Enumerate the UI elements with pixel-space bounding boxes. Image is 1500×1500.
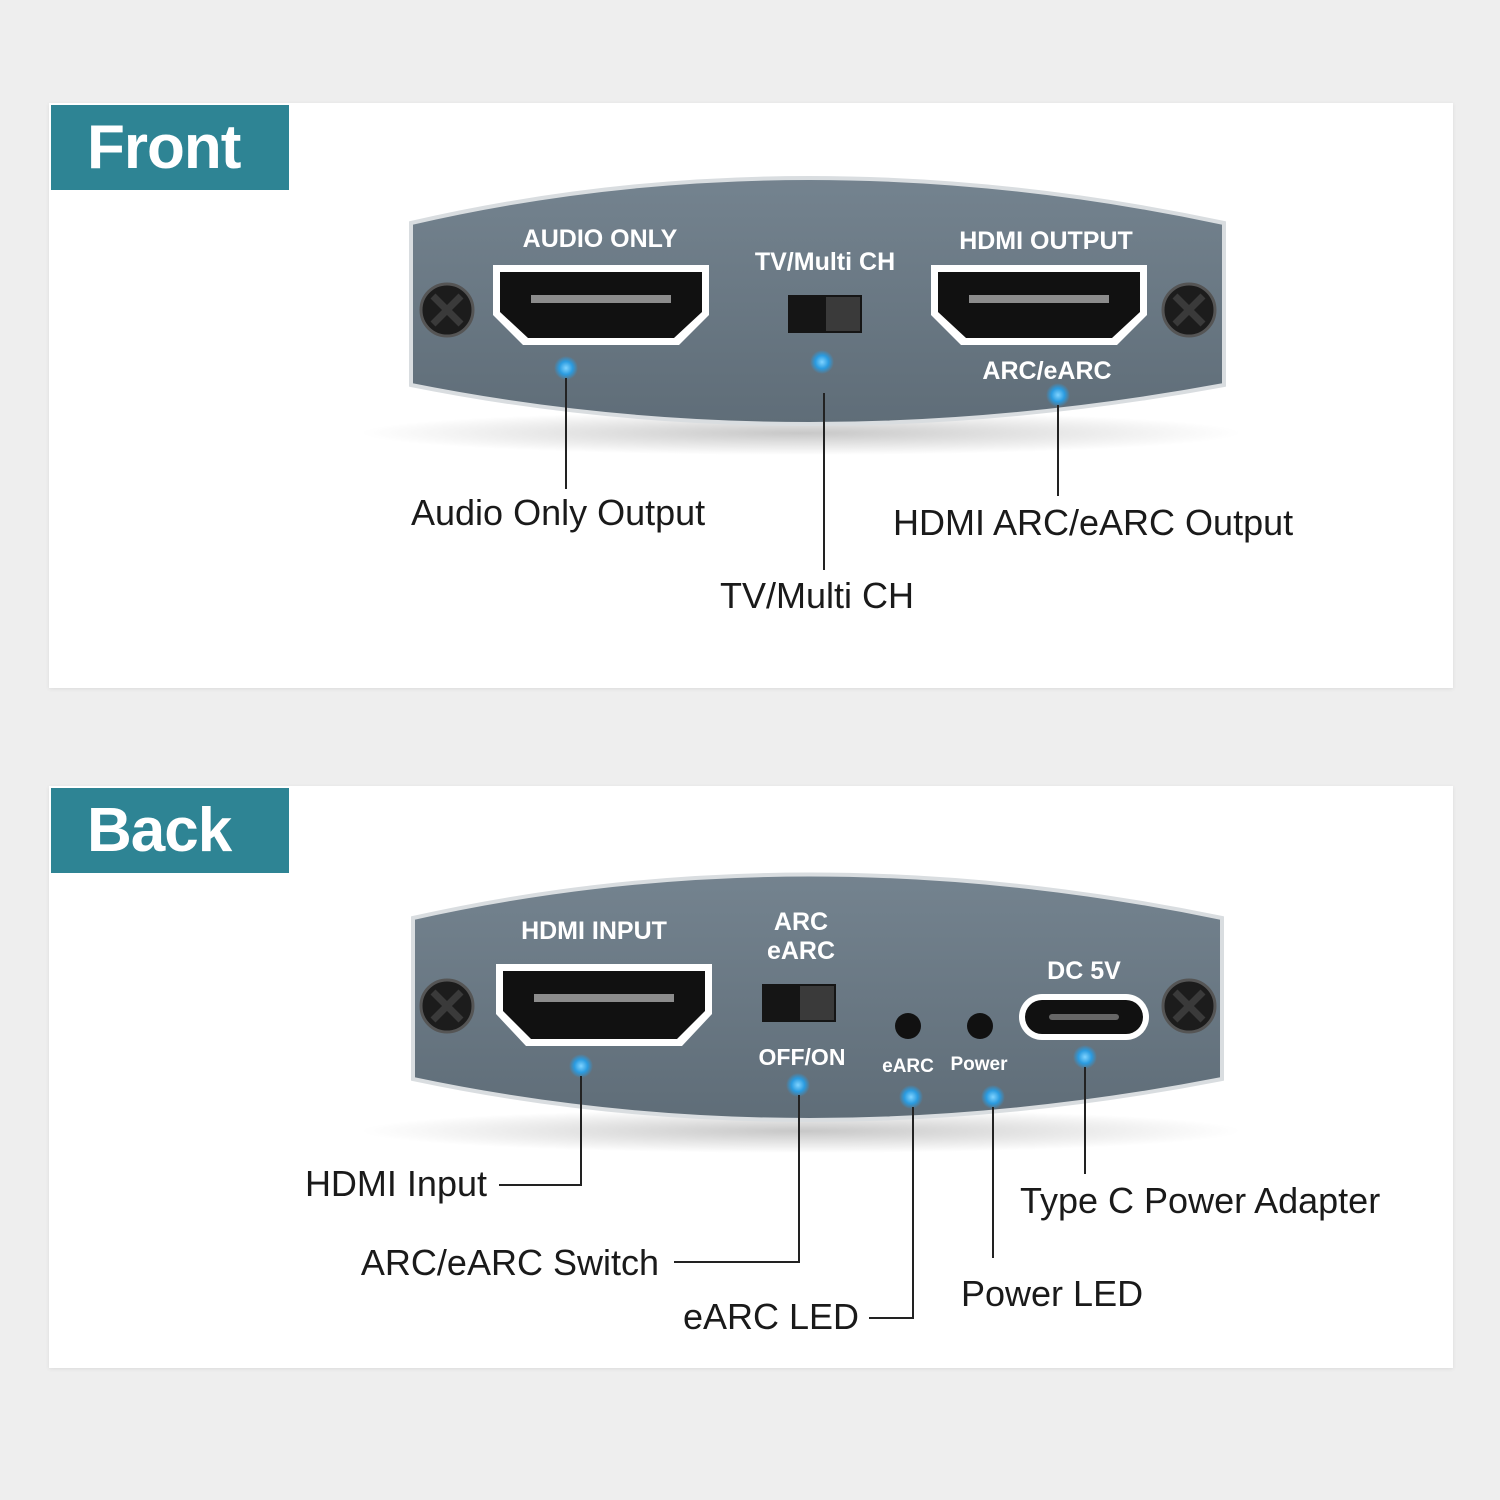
usb-c-port-icon [1019,994,1149,1040]
back-badge: Back [51,788,289,873]
label-tv-multi: TV/Multi CH [755,248,895,276]
back-device-diagram: HDMI INPUT ARC eARC OFF/ON eARC Power DC… [305,872,1380,1337]
screw-icon [1161,978,1217,1034]
front-panel: Front AUDIO ON [49,103,1453,688]
label-hdmi-output: HDMI OUTPUT [959,227,1133,255]
label-earc-led: eARC [882,1056,934,1077]
leader-line [869,1107,914,1319]
slide-switch-icon [788,295,862,333]
slide-switch-icon [762,984,836,1022]
label-earc: eARC [767,937,835,965]
callout-power-led: Power LED [961,1273,1143,1314]
led-hole-icon [967,1013,993,1039]
leader-line [674,1095,800,1263]
device-shadow [361,411,1241,455]
label-arc: ARC [774,908,828,936]
callout-tv-multi-ch: TV/Multi CH [720,575,914,616]
indicator-dot [1046,383,1070,407]
label-hdmi-input: HDMI INPUT [521,917,667,945]
indicator-dot [899,1085,923,1109]
label-power-led: Power [950,1054,1008,1075]
indicator-dot [554,356,578,380]
back-panel: Back [49,786,1453,1368]
screw-icon [419,978,475,1034]
leader-line [499,1076,582,1186]
led-hole-icon [895,1013,921,1039]
callout-hdmi-arc-earc-output: HDMI ARC/eARC Output [893,502,1293,543]
indicator-dot [569,1054,593,1078]
callout-audio-only-output: Audio Only Output [411,492,705,533]
front-device-diagram: AUDIO ONLY TV/Multi CH HDMI OUTPUT ARC/e… [361,176,1293,616]
screw-icon [419,282,475,338]
indicator-dot [981,1085,1005,1109]
label-arc-earc: ARC/eARC [982,357,1111,385]
hdmi-port-icon [931,265,1147,345]
label-dc-5v: DC 5V [1047,957,1121,985]
indicator-dot [786,1073,810,1097]
hdmi-port-icon [493,265,709,345]
callout-earc-led: eARC LED [683,1296,859,1337]
hdmi-port-icon [496,964,712,1046]
screw-icon [1161,282,1217,338]
label-audio-only: AUDIO ONLY [523,225,678,253]
label-off-on: OFF/ON [759,1044,846,1070]
indicator-dot [1073,1045,1097,1069]
callout-hdmi-input: HDMI Input [305,1163,487,1204]
indicator-dot [810,350,834,374]
callout-type-c-power-adapter: Type C Power Adapter [1020,1180,1380,1221]
front-badge: Front [51,105,289,190]
callout-arc-earc-switch: ARC/eARC Switch [361,1242,659,1283]
